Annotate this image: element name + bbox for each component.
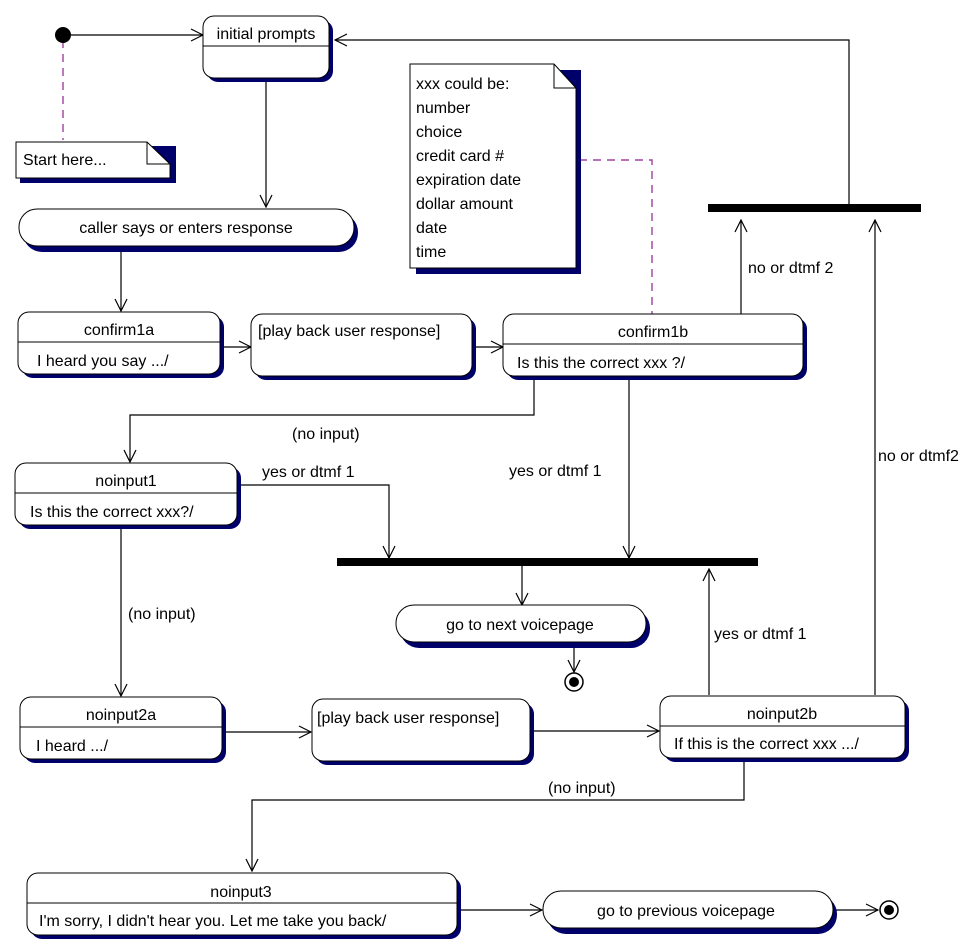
state-action: I heard you say .../ <box>37 353 169 370</box>
noinput1-to-mid-join <box>237 484 389 558</box>
guard-label: no or dtmf2 <box>878 448 959 465</box>
join-to-initial-prompts <box>335 40 850 207</box>
note-anchors <box>62 40 653 314</box>
state-name: go to next voicepage <box>446 617 594 634</box>
guard-label: (no input) <box>292 426 360 443</box>
state-action: Is this the correct xxx ?/ <box>517 355 686 372</box>
connectors <box>63 35 878 910</box>
state-name: caller says or enters response <box>79 220 293 237</box>
start-note-text: Start here... <box>23 152 107 169</box>
state-name: [play back user response] <box>317 710 499 727</box>
note-line: xxx could be: <box>416 76 509 93</box>
state-caller-response: caller says or enters response <box>18 208 358 252</box>
confirm1b-to-noinput1 <box>130 375 535 462</box>
state-previous-voicepage: go to previous voicepage <box>542 890 837 934</box>
state-name: go to previous voicepage <box>597 903 775 920</box>
guard-label: (no input) <box>128 606 196 623</box>
guard-label: yes or dtmf 1 <box>262 464 355 481</box>
note-line: choice <box>416 124 462 141</box>
state-name: noinput2b <box>747 706 817 723</box>
note-line: time <box>416 244 446 261</box>
state-confirm1a: confirm1a I heard you say .../ <box>17 311 224 378</box>
state-name: noinput3 <box>210 884 271 901</box>
state-name: noinput2a <box>86 707 156 724</box>
state-name: [play back user response] <box>258 323 440 340</box>
state-name: noinput1 <box>95 473 156 490</box>
state-playback2: [play back user response] <box>311 698 534 765</box>
state-action: I heard .../ <box>36 738 109 755</box>
state-confirm1b: confirm1b Is this the correct xxx ?/ <box>502 313 807 380</box>
note-line: number <box>416 100 471 117</box>
state-name: initial prompts <box>217 26 316 43</box>
mid-join-bar <box>337 558 758 566</box>
guard-label: no or dtmf 2 <box>748 260 833 277</box>
note-line: dollar amount <box>416 196 514 213</box>
xxx-note-anchor <box>579 159 653 314</box>
start-note: Start here... <box>15 141 176 183</box>
guard-label: yes or dtmf 1 <box>509 463 602 480</box>
state-name: confirm1b <box>618 324 688 341</box>
state-name: confirm1a <box>84 322 154 339</box>
note-line: date <box>416 220 447 237</box>
state-action: Is this the correct xxx?/ <box>30 504 194 521</box>
note-line: expiration date <box>416 172 521 189</box>
state-noinput2b: noinput2b If this is the correct xxx ...… <box>659 695 909 762</box>
xxx-note: xxx could be: number choice credit card … <box>409 63 581 274</box>
initial-node <box>55 27 71 43</box>
note-line: credit card # <box>416 148 504 165</box>
state-playback1: [play back user response] <box>250 313 476 380</box>
final-node-previous <box>879 900 899 920</box>
state-noinput1: noinput1 Is this the correct xxx?/ <box>14 462 241 529</box>
guard-label: (no input) <box>548 780 616 797</box>
state-initial-prompts: initial prompts <box>202 15 333 82</box>
noinput2b-to-noinput3 <box>252 755 745 871</box>
state-noinput2a: noinput2a I heard .../ <box>19 696 226 763</box>
state-action: If this is the correct xxx .../ <box>674 736 859 753</box>
final-node-next <box>564 672 584 692</box>
state-noinput3: noinput3 I'm sorry, I didn't hear you. L… <box>26 872 461 939</box>
state-action: I'm sorry, I didn't hear you. Let me tak… <box>39 913 387 930</box>
top-join-bar <box>708 204 921 212</box>
guard-label: yes or dtmf 1 <box>714 626 807 643</box>
state-next-voicepage: go to next voicepage <box>395 604 650 648</box>
